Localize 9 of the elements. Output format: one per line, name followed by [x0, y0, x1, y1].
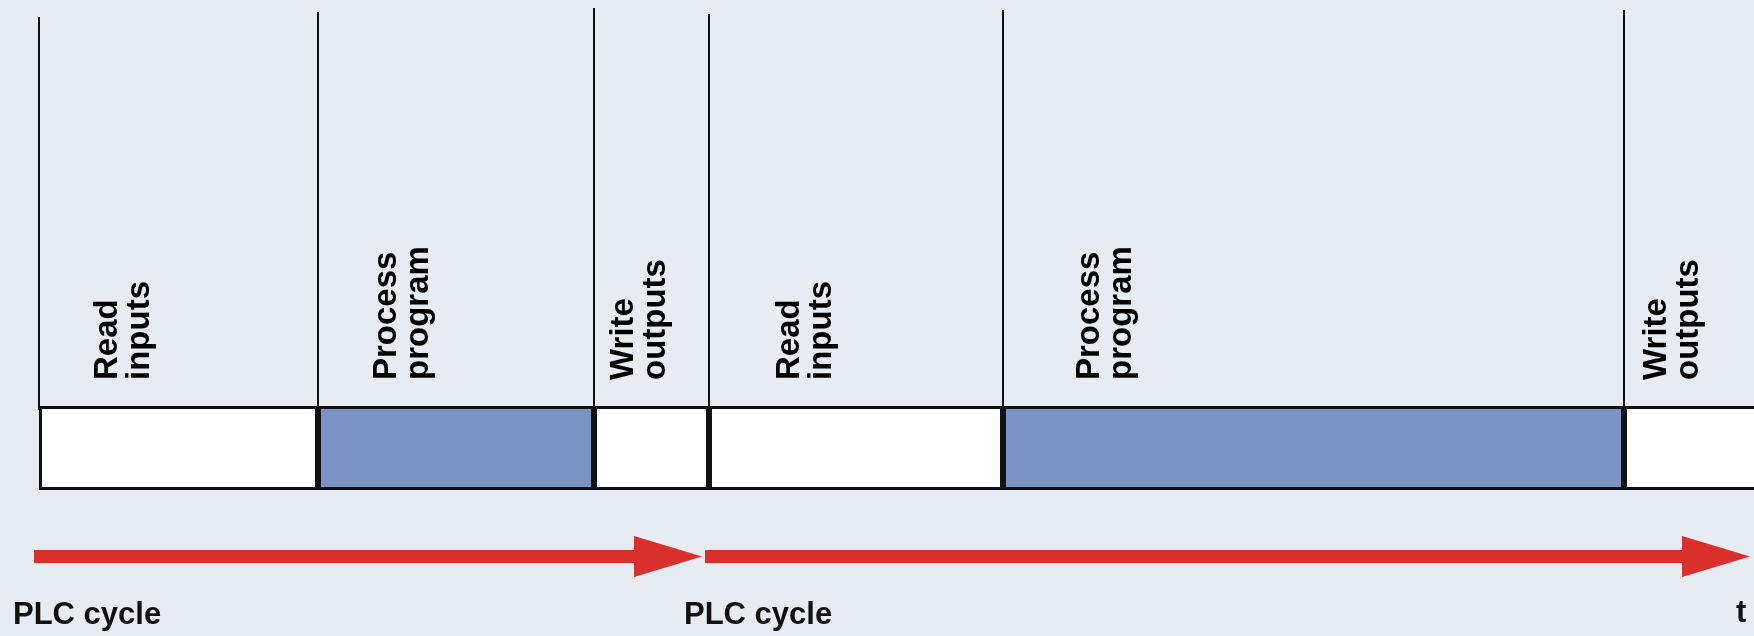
phase-label: Write outputs [1639, 258, 1703, 380]
phase-label: Read inputs [90, 280, 154, 380]
phase-label: Write outputs [606, 258, 670, 380]
cycle-label: PLC cycle [13, 596, 162, 632]
phase-label: Process program [369, 245, 433, 380]
cycle-label: PLC cycle [684, 596, 833, 632]
phase-label: Read inputs [772, 280, 836, 380]
time-axis-label: t [1736, 594, 1747, 630]
phase-label: Process program [1072, 245, 1136, 380]
